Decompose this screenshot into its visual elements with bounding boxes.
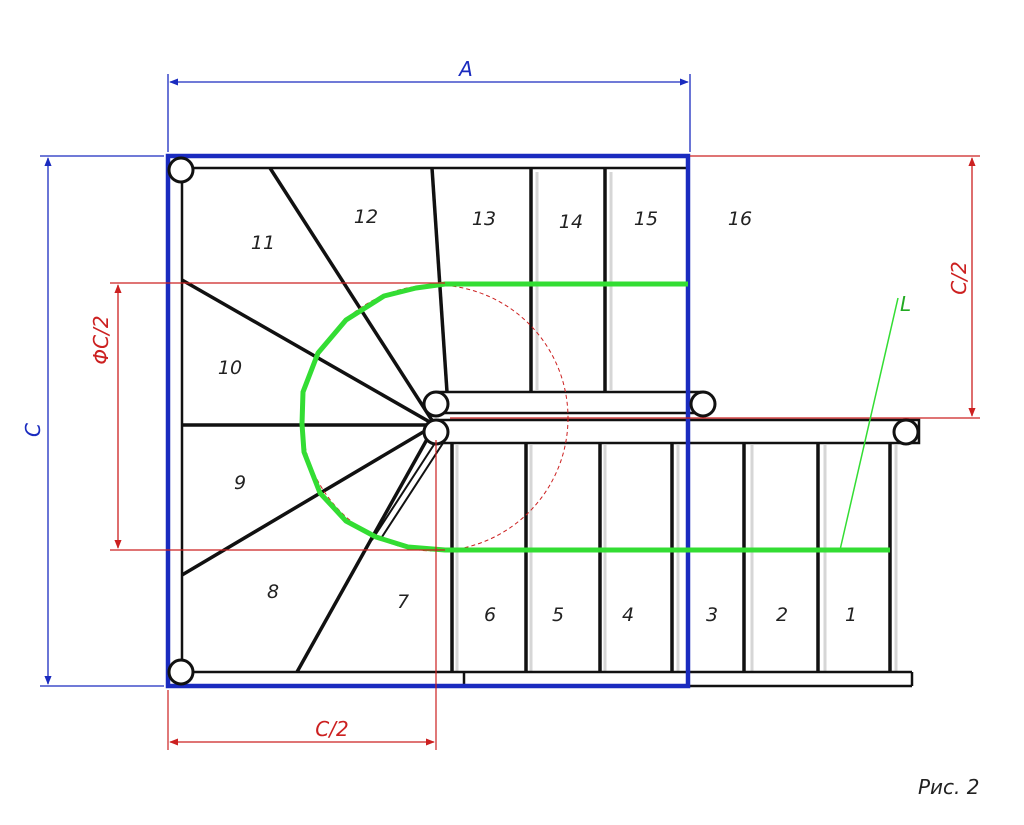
step-number: 11 [251, 232, 275, 254]
step-number: 4 [622, 604, 634, 626]
lower-flight-treads [450, 443, 892, 672]
step-number: 6 [484, 604, 496, 626]
stair-structure [170, 166, 921, 688]
tread-shadows [455, 172, 898, 672]
dimension-half-c-right-label: C/2 [947, 261, 971, 294]
step-number: 3 [706, 604, 718, 626]
dimension-diameter-label: ΦC/2 [89, 315, 113, 364]
newel-posts [167, 156, 920, 686]
step-number: 10 [218, 357, 242, 379]
step-number: 12 [354, 206, 378, 228]
step-number: 15 [634, 208, 658, 230]
step-number: 8 [267, 581, 279, 603]
dimension-a-label: A [457, 57, 473, 81]
step-number: 7 [397, 591, 409, 613]
step-number: 14 [559, 211, 583, 233]
step-number: 9 [234, 472, 246, 494]
upper-flight-treads [430, 167, 607, 393]
step-number: 5 [552, 604, 564, 626]
walking-line [299, 281, 890, 553]
dimension-half-c-bottom-label: C/2 [315, 717, 348, 741]
step-number: 13 [472, 208, 496, 230]
step-number: 1 [845, 604, 857, 626]
red-extension-lines [110, 155, 980, 750]
l-leader-line [839, 297, 899, 551]
dimension-l-label: L [900, 292, 911, 316]
step-number: 16 [728, 208, 752, 230]
step-number: 2 [776, 604, 788, 626]
figure-caption: Рис. 2 [918, 775, 980, 799]
red-dimension-lines [114, 157, 976, 746]
step-numbers: 1 2 3 4 5 6 7 8 9 10 11 12 13 14 15 16 [218, 206, 857, 626]
blue-dimension-lines [40, 74, 691, 687]
dimension-c-label: C [21, 423, 45, 437]
frame-outline [165, 153, 691, 689]
